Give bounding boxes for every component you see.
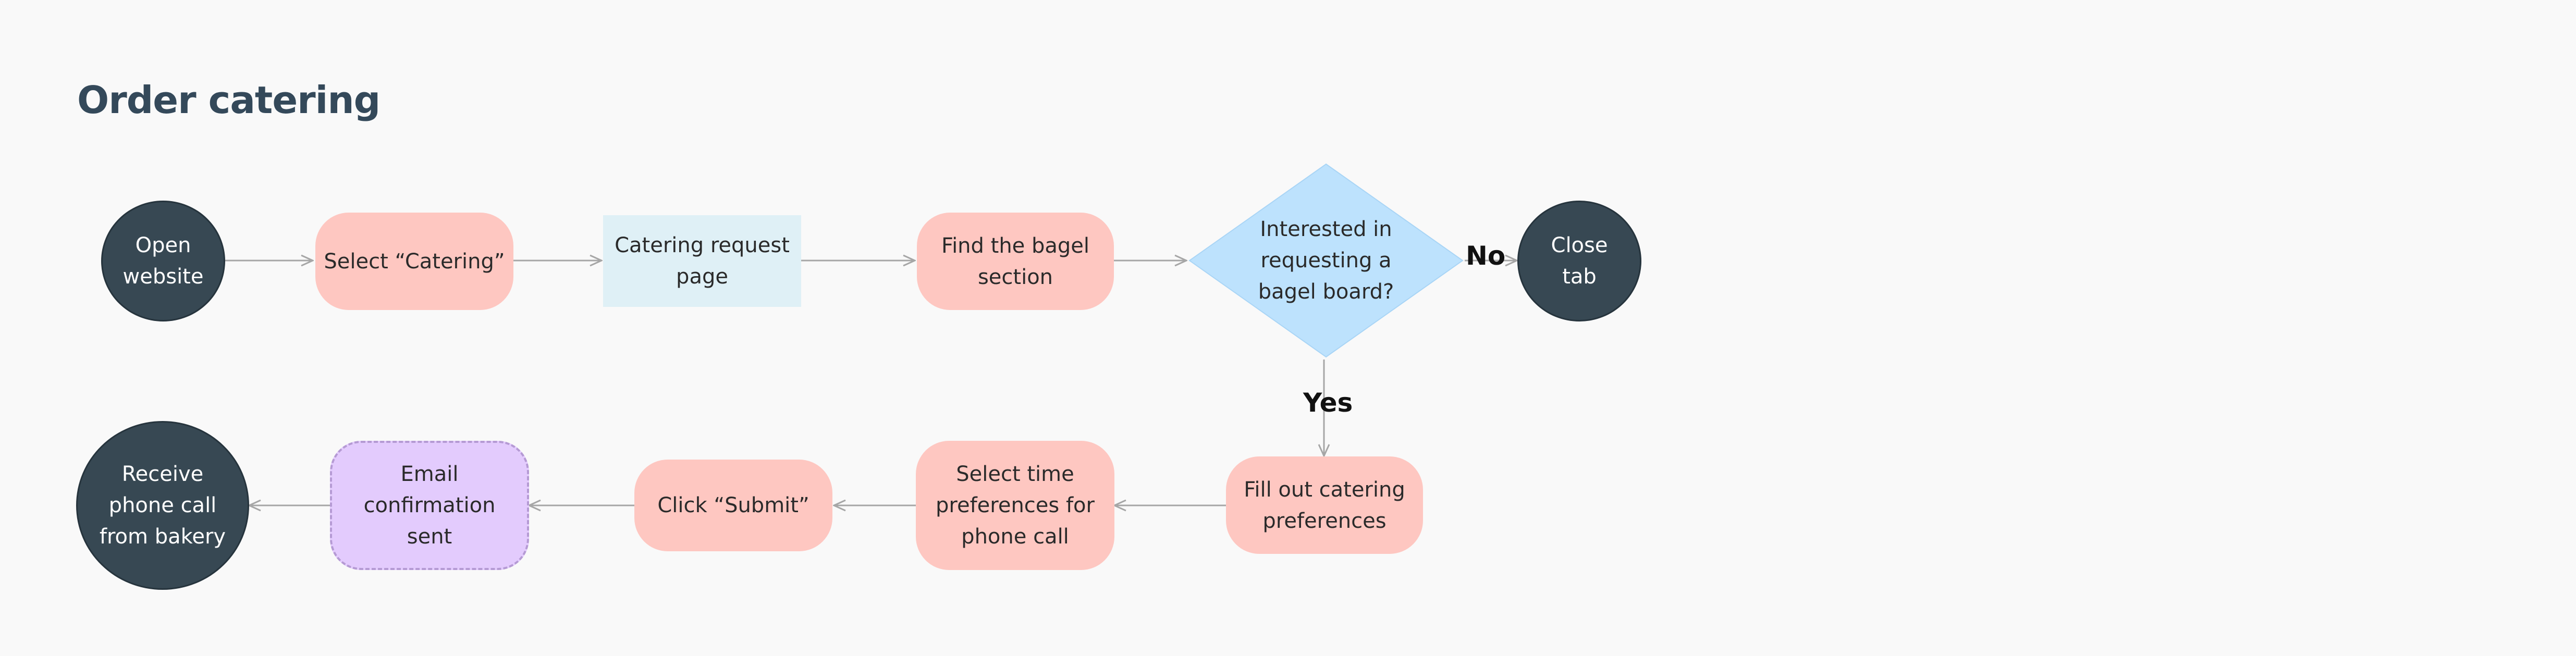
diagram-title: Order catering xyxy=(77,78,381,122)
node-select-catering: Select “Catering” xyxy=(315,213,513,310)
node-click-submit-label: Click “Submit” xyxy=(657,493,809,517)
node-click-submit: Click “Submit” xyxy=(634,460,832,551)
decision-diamond xyxy=(1188,163,1464,358)
node-select-catering-label: Select “Catering” xyxy=(324,249,505,274)
edge-label-yes: Yes xyxy=(1303,388,1353,418)
edge-label-no: No xyxy=(1466,241,1506,271)
